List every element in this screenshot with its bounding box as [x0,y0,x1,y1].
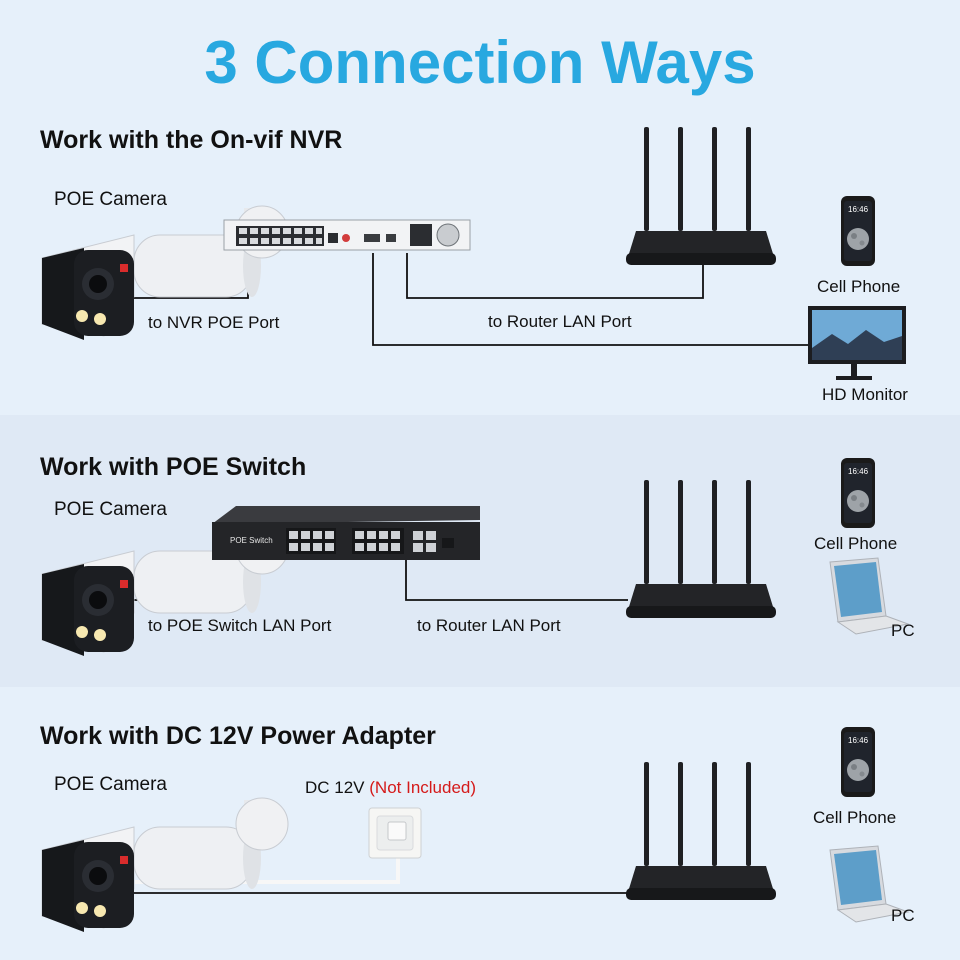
device-label-pc-2: PC [891,621,915,640]
wall-socket [368,807,422,859]
device-label-hd-monitor: HD Monitor [822,385,908,404]
poe-camera-3 [41,797,289,933]
phone-time-3: 16:46 [848,736,869,745]
link-label-router-lan-2: to Router LAN Port [417,616,561,635]
section-heading-nvr: Work with the On-vif NVR [40,126,343,154]
camera-label-2: POE Camera [54,499,167,520]
section-heading-switch: Work with POE Switch [40,453,307,481]
router-2 [626,480,776,618]
hd-monitor [808,306,906,380]
switch-model-label: POE Switch [230,536,273,545]
section-heading-adapter: Work with DC 12V Power Adapter [40,722,436,750]
link-label-router-lan-1: to Router LAN Port [488,312,632,331]
device-label-cell-phone-1: Cell Phone [817,277,901,296]
section-adapter-band [0,687,960,960]
power-label: DC 12V (Not Included) [305,778,476,798]
device-label-cell-phone-3: Cell Phone [813,808,897,827]
camera-label-3: POE Camera [54,774,167,795]
nvr-device [223,219,471,251]
router-3 [626,762,776,900]
poe-switch-device [212,506,480,560]
device-label-pc-3: PC [891,906,915,925]
power-note: (Not Included) [369,778,477,797]
phone-time-1: 16:46 [848,205,869,214]
link-label-nvr-poe-port: to NVR POE Port [148,313,280,332]
device-label-cell-phone-2: Cell Phone [814,534,898,553]
power-voltage: DC 12V [305,778,365,797]
router-1 [626,127,776,265]
camera-label-1: POE Camera [54,189,167,210]
phone-time-2: 16:46 [848,467,869,476]
link-label-switch-lan-port: to POE Switch LAN Port [148,616,332,635]
page-title: 3 Connection Ways [204,29,756,96]
